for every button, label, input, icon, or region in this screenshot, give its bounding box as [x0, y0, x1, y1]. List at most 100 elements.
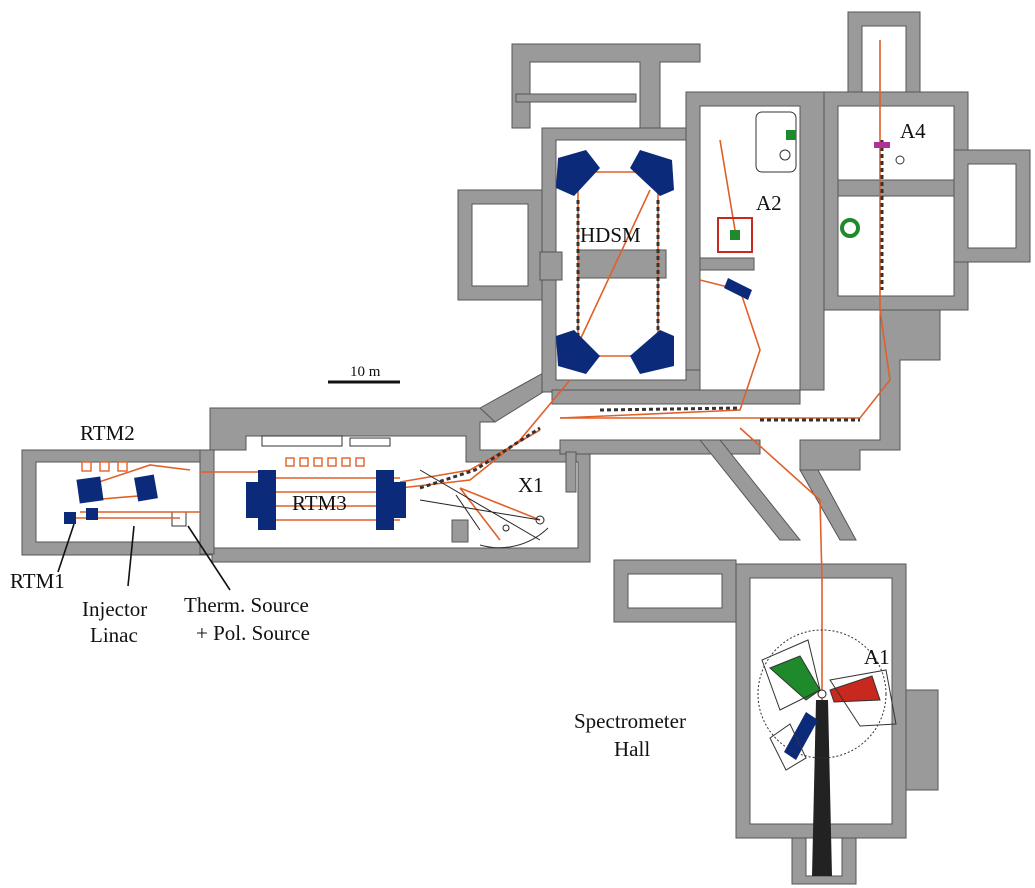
- label-source-1: Therm. Source: [184, 593, 309, 617]
- wall-hdsm-west-annex: [457, 189, 543, 301]
- beam-chains: [419, 140, 884, 490]
- element-x1-lines: [419, 469, 541, 541]
- scale-bar: 10 m: [328, 364, 400, 384]
- quad-rtm3-4: [327, 457, 337, 467]
- magnet-hdsm-se: [630, 330, 674, 374]
- label-a1: A1: [864, 645, 890, 669]
- labels: RTM2 RTM3 RTM1 Injector Linac Therm. Sou…: [10, 119, 926, 761]
- wall-hdsm-centre: [577, 249, 667, 279]
- a1-beampipe: [812, 700, 832, 876]
- label-injector-2: Linac: [90, 623, 138, 647]
- equipment-rtm3-rack-1: [261, 435, 343, 447]
- wall-x1-b: [451, 519, 469, 543]
- beam-to-a1: [739, 427, 823, 700]
- spectrometer-b-red: [829, 675, 881, 703]
- quad-rtm2-2: [99, 461, 110, 472]
- a2-green-device: [786, 130, 796, 140]
- magnet-rtm2-1: [76, 476, 104, 504]
- beam-hdsm-diag: [579, 189, 651, 341]
- label-x1: X1: [518, 473, 544, 497]
- wall-rtm2-hall: [21, 449, 213, 556]
- interior-equipment: [171, 111, 905, 549]
- label-hdsm: HDSM: [580, 223, 641, 247]
- equipment-a2-circle: [779, 149, 791, 161]
- label-source-2: + Pol. Source: [196, 621, 310, 645]
- label-rtm1: RTM1: [10, 569, 65, 593]
- wall-diag-to-hall-2: [799, 469, 857, 541]
- quad-rtm3-3: [313, 457, 323, 467]
- magnet-rtm3-west: [246, 470, 276, 530]
- element-x1-target: [535, 515, 545, 525]
- wall-annex-block: [539, 251, 563, 281]
- a1-target: [817, 689, 827, 699]
- spectrometer-c-blue: [784, 712, 818, 760]
- wall-hdsm-top-inner: [515, 93, 637, 103]
- beam-elements: [419, 469, 545, 541]
- quad-rtm2-1: [81, 461, 92, 472]
- wall-rtm3-divider: [199, 449, 215, 555]
- quad-rtm3-2: [299, 457, 309, 467]
- leader-lines: [57, 523, 231, 591]
- a1-dump-pipe: [812, 700, 832, 876]
- quad-rtm3-6: [355, 457, 365, 467]
- wall-a4-north: [847, 11, 921, 93]
- chain-to-hdsm: [419, 426, 541, 490]
- quad-rtm2-3: [117, 461, 128, 472]
- label-rtm3: RTM3: [292, 491, 347, 515]
- wall-to-spectrometer: [799, 309, 941, 471]
- label-injector-1: Injector: [82, 597, 147, 621]
- a2-target-frame: [717, 217, 753, 253]
- equipment-a4-circle: [895, 155, 905, 165]
- chain-to-a2: [599, 406, 741, 412]
- equipment-rtm3-rack-2: [349, 437, 391, 447]
- magnet-rtm1-2: [86, 508, 98, 520]
- building-walls: [21, 11, 1031, 885]
- label-hall-1: Spectrometer: [574, 709, 686, 733]
- equipment-source-box: [171, 511, 187, 527]
- element-x1-target-2: [502, 524, 510, 532]
- wall-hdsm-top: [511, 43, 701, 129]
- magnet-hdsm-sw: [556, 330, 600, 374]
- a2-target-core: [730, 230, 740, 240]
- wall-a2-hall: [685, 91, 825, 391]
- magnets: [64, 150, 818, 760]
- magnet-rtm2-2: [134, 474, 158, 502]
- magnet-rtm1-1: [64, 512, 76, 524]
- wall-lower-corridor: [551, 389, 801, 405]
- scale-bar-label: 10 m: [350, 364, 381, 380]
- spectrometer-c-housing: [769, 723, 807, 771]
- a4-detector: [874, 142, 890, 148]
- a4-green-ring: [840, 218, 860, 238]
- a1-spectrometers: [757, 629, 897, 771]
- leader-rtm1: [57, 523, 75, 573]
- equipment-x1-arc: [479, 527, 549, 549]
- label-hall-2: Hall: [614, 737, 650, 761]
- leader-source: [187, 525, 231, 591]
- target-devices: [717, 130, 890, 253]
- equipment-a2-cabinet: [755, 111, 797, 173]
- beam-to-a2-line: [719, 139, 736, 231]
- label-a2: A2: [756, 191, 782, 215]
- magnet-rtm3-east: [376, 470, 406, 530]
- wall-x1-a: [565, 451, 577, 493]
- quad-rtm3-1: [285, 457, 295, 467]
- quad-rtm3-5: [341, 457, 351, 467]
- wall-spectrometer-east: [905, 689, 939, 791]
- wall-spectrometer-hall: [735, 563, 907, 839]
- wall-a2-mid: [699, 257, 755, 271]
- magnet-hdsm-nw: [556, 150, 600, 196]
- wall-a4-cross: [837, 179, 955, 197]
- magnet-hdsm-ne: [630, 150, 674, 196]
- wall-spectrometer-annex: [613, 559, 737, 623]
- wall-a4-east: [953, 149, 1031, 263]
- beam-to-a4: [560, 40, 891, 419]
- leader-injector: [127, 525, 135, 587]
- wall-diag-to-hall: [698, 439, 802, 541]
- label-rtm2: RTM2: [80, 421, 135, 445]
- quadrupole-markers: [81, 457, 365, 472]
- magnet-a2-bend: [724, 278, 752, 300]
- wall-a4-hall: [823, 91, 969, 311]
- spectrometer-b-housing: [829, 669, 897, 727]
- a1-turntable: [757, 629, 887, 759]
